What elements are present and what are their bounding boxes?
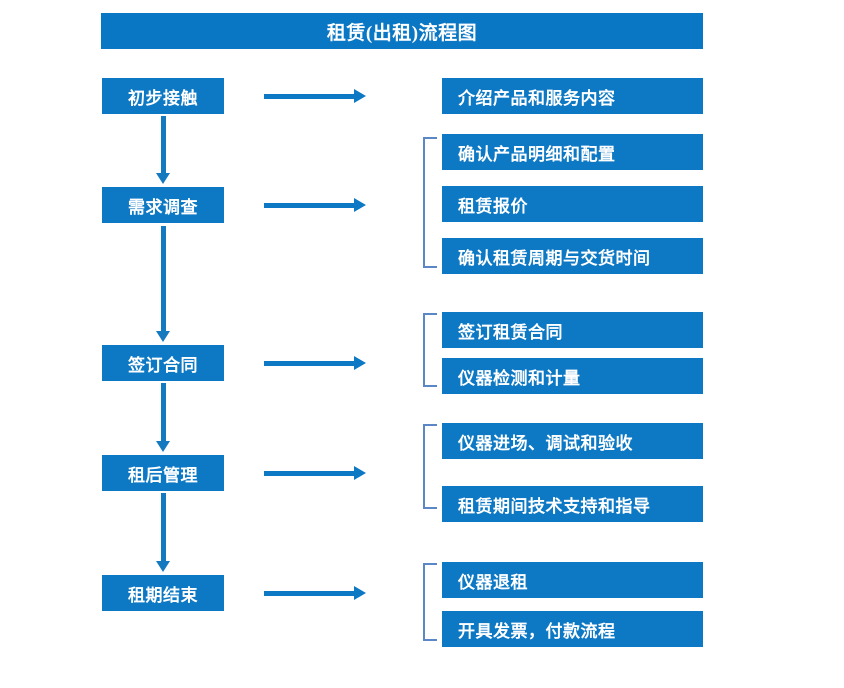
stage-box-2[interactable]: 需求调查 [102, 187, 224, 223]
detail-box-3[interactable]: 租赁报价 [442, 186, 703, 222]
detail-box-8[interactable]: 租赁期间技术支持和指导 [442, 486, 703, 522]
right-arrow-stage-2 [264, 198, 366, 212]
right-arrow-stage-1 [264, 89, 366, 103]
detail-box-7[interactable]: 仪器进场、调试和验收 [442, 423, 703, 459]
detail-box-10[interactable]: 开具发票，付款流程 [442, 611, 703, 647]
right-arrow-stage-3 [264, 356, 366, 370]
detail-box-2[interactable]: 确认产品明细和配置 [442, 134, 703, 170]
right-arrow-stage-5 [264, 586, 366, 600]
detail-box-5[interactable]: 签订租赁合同 [442, 312, 703, 348]
detail-box-4[interactable]: 确认租赁周期与交货时间 [442, 238, 703, 274]
stage-box-5[interactable]: 租期结束 [102, 575, 224, 611]
down-arrow-3-to-4 [156, 383, 170, 452]
stage-box-1[interactable]: 初步接触 [102, 78, 224, 114]
detail-box-1[interactable]: 介绍产品和服务内容 [442, 78, 703, 114]
down-arrow-1-to-2 [156, 116, 170, 184]
group-bracket-3 [423, 313, 437, 387]
group-bracket-4 [423, 424, 437, 509]
group-bracket-5 [423, 563, 437, 641]
right-arrow-stage-4 [264, 466, 366, 480]
stage-box-3[interactable]: 签订合同 [102, 345, 224, 381]
down-arrow-2-to-3 [156, 226, 170, 342]
detail-box-6[interactable]: 仪器检测和计量 [442, 358, 703, 394]
stage-box-4[interactable]: 租后管理 [102, 455, 224, 491]
page-title: 租赁(出租)流程图 [101, 13, 703, 49]
group-bracket-2 [423, 137, 437, 268]
detail-box-9[interactable]: 仪器退租 [442, 562, 703, 598]
down-arrow-4-to-5 [156, 493, 170, 572]
